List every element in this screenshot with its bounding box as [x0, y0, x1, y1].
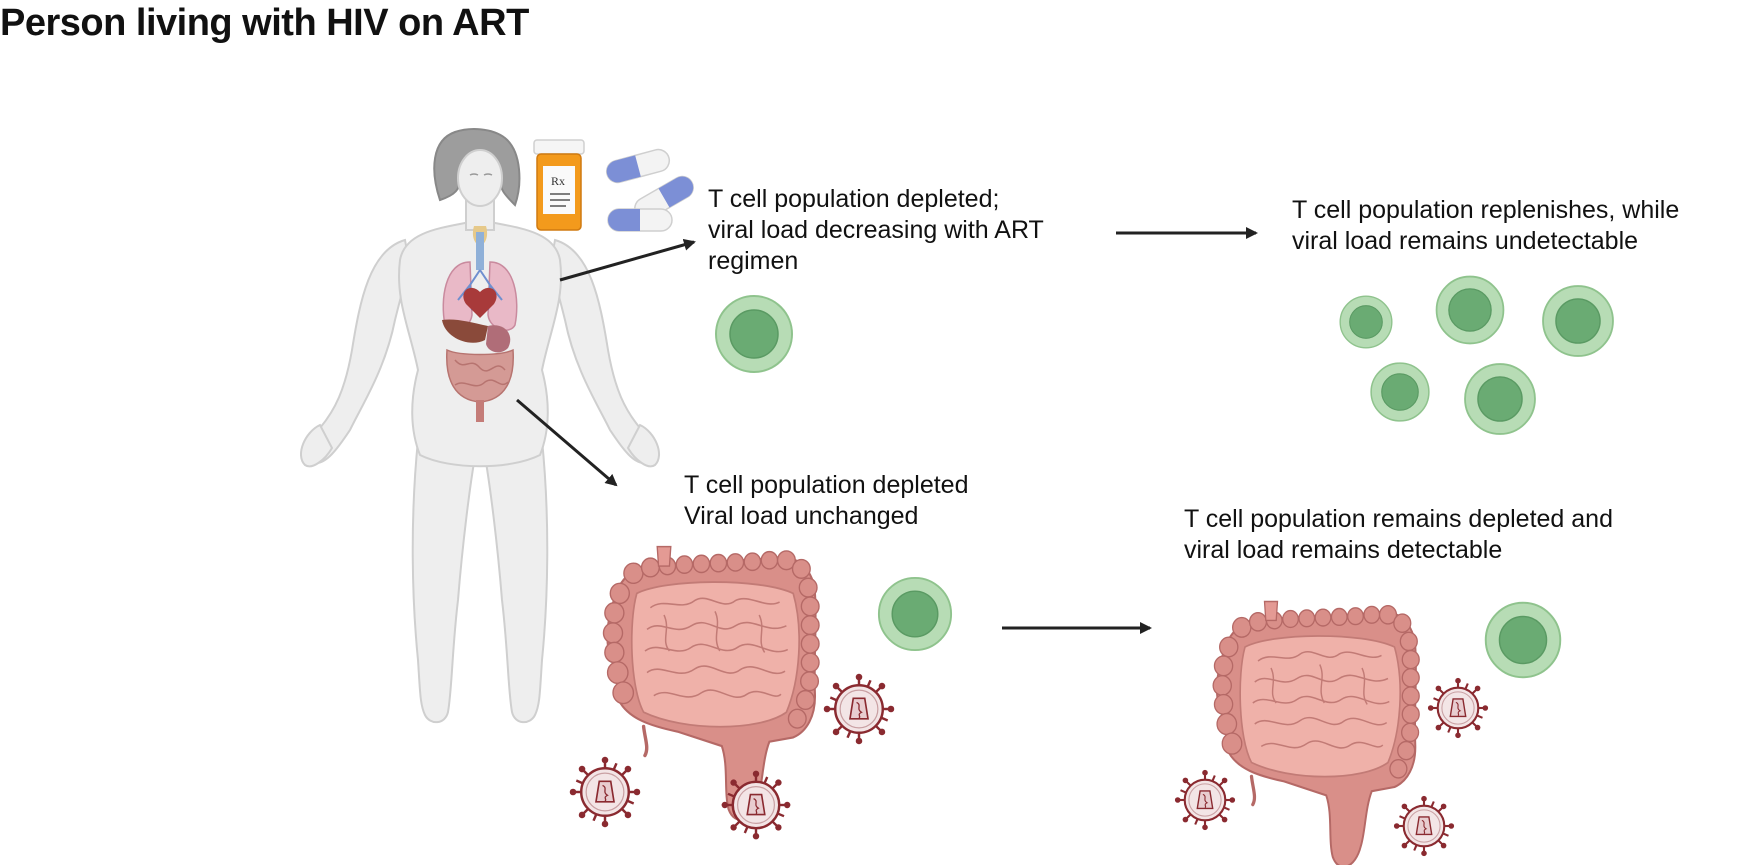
t-cell-replenished-3: [1542, 285, 1614, 357]
label-blood-depleted: T cell population depleted; viral load d…: [708, 184, 1044, 277]
label-blood-replenished: T cell population replenishes, while vir…: [1292, 195, 1679, 257]
human-body-figure: [300, 128, 660, 724]
t-cell-replenished-2: [1435, 275, 1505, 345]
t-cell-replenished-4: [1370, 362, 1430, 422]
label-line: regimen: [708, 247, 799, 275]
virus-2: [568, 755, 642, 829]
label-gut-remains: T cell population remains depleted and v…: [1184, 504, 1613, 566]
virus-4: [1426, 676, 1490, 740]
t-cell-gut-remains: [1484, 601, 1562, 679]
intestine-gut-remains: [1211, 599, 1421, 865]
label-gut-depleted: T cell population depleted Viral load un…: [684, 470, 968, 532]
capsules-icon: [605, 148, 694, 232]
page-title: Person living with HIV on ART: [0, 2, 529, 44]
arrow-body-to-gut: [516, 398, 618, 487]
rx-symbol: Rx: [551, 174, 565, 188]
label-line: viral load remains undetectable: [1292, 227, 1639, 255]
label-line: viral load decreasing with ART: [708, 216, 1044, 244]
virus-3: [720, 769, 792, 841]
t-cell-replenished-5: [1464, 363, 1536, 435]
virus-6: [1392, 794, 1456, 858]
t-cell-replenished-1: [1339, 295, 1393, 349]
intestine-gut-depleted: [601, 544, 821, 822]
pill-bottle-icon: [533, 139, 585, 231]
label-line: Viral load unchanged: [684, 502, 919, 530]
label-line: viral load remains detectable: [1184, 536, 1503, 564]
virus-5: [1173, 768, 1237, 832]
t-cell-blood-depleted: [715, 295, 793, 373]
arrow-body-to-blood: [559, 238, 696, 282]
t-cell-gut-depleted: [877, 576, 953, 652]
label-line: T cell population remains depleted and: [1184, 505, 1613, 533]
virus-1: [822, 672, 896, 746]
label-line: T cell population depleted;: [708, 185, 1000, 213]
label-line: T cell population replenishes, while: [1292, 196, 1680, 224]
label-line: T cell population depleted: [684, 471, 969, 499]
